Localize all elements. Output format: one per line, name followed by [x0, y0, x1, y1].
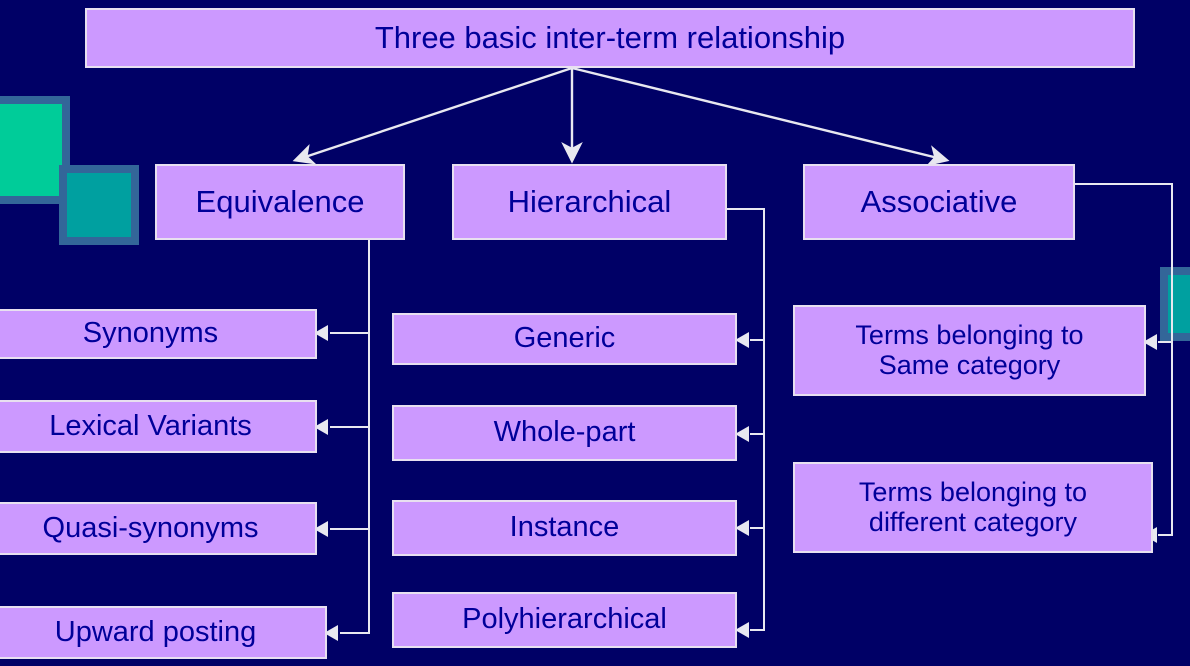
- category-label-equivalence: Equivalence: [195, 184, 365, 220]
- arrowhead-same-category: [1143, 334, 1157, 350]
- leaf-label-synonyms: Synonyms: [82, 317, 219, 350]
- arrowhead-quasi-synonyms: [314, 521, 328, 537]
- connector-hierarchical-to-instance: [750, 527, 765, 529]
- leaf-box-polyhierarchical: Polyhierarchical: [392, 592, 737, 648]
- leaf-box-same-category: Terms belonging to Same category: [793, 305, 1146, 396]
- arrowhead-generic: [735, 332, 749, 348]
- leaf-box-different-category: Terms belonging to different category: [793, 462, 1153, 553]
- leaf-box-lexical-variants: Lexical Variants: [0, 400, 317, 453]
- connector-equivalence-to-synonyms: [330, 332, 370, 334]
- leaf-label-instance: Instance: [509, 511, 620, 544]
- leaf-box-quasi-synonyms: Quasi-synonyms: [0, 502, 317, 555]
- arrowhead-instance: [735, 520, 749, 536]
- connector-hierarchical-to-polyhierarchical: [750, 629, 765, 631]
- connector-associative-trunk: [1171, 183, 1173, 536]
- leaf-label-quasi-synonyms: Quasi-synonyms: [42, 511, 259, 544]
- decorative-square-bright-1: [0, 104, 62, 196]
- connector-equivalence-to-lexical-variants: [330, 426, 370, 428]
- connector-associative-to-different-category: [1158, 534, 1173, 536]
- arrowhead-synonyms: [314, 325, 328, 341]
- leaf-box-upward-posting: Upward posting: [0, 606, 327, 659]
- leaf-label-polyhierarchical: Polyhierarchical: [462, 603, 667, 636]
- category-label-associative: Associative: [860, 184, 1018, 220]
- title-label: Three basic inter-term relationship: [374, 20, 846, 56]
- arrowhead-polyhierarchical: [735, 622, 749, 638]
- arrowhead-upward-posting: [324, 625, 338, 641]
- connector-hierarchical-to-whole-part: [750, 433, 765, 435]
- connector-hierarchical-to-generic: [750, 339, 765, 341]
- leaf-label-whole-part: Whole-part: [493, 416, 636, 449]
- category-box-equivalence: Equivalence: [155, 164, 405, 240]
- connector-equivalence-to-upward-posting: [340, 632, 370, 634]
- leaf-box-synonyms: Synonyms: [0, 309, 317, 359]
- connector-hierarchical-trunk: [763, 208, 765, 631]
- leaf-label-different-category-line1: Terms belonging to: [858, 477, 1088, 508]
- connector-equivalence-trunk: [368, 240, 370, 634]
- connector-hierarchical-stub: [727, 208, 765, 210]
- connector-equivalence-to-quasi-synonyms: [330, 528, 370, 530]
- leaf-label-same-category-line1: Terms belonging to: [855, 320, 1084, 351]
- leaf-label-upward-posting: Upward posting: [54, 615, 257, 648]
- title-box: Three basic inter-term relationship: [85, 8, 1135, 68]
- connector-associative-stub: [1075, 183, 1173, 185]
- connector-associative-to-same-category: [1158, 341, 1173, 343]
- decorative-square-inner-2: [67, 173, 131, 237]
- category-label-hierarchical: Hierarchical: [507, 184, 672, 220]
- leaf-box-whole-part: Whole-part: [392, 405, 737, 461]
- leaf-label-same-category-line2: Same category: [878, 349, 1061, 380]
- leaf-box-instance: Instance: [392, 500, 737, 556]
- leaf-label-generic: Generic: [513, 322, 616, 355]
- arrowhead-lexical-variants: [314, 419, 328, 435]
- leaf-label-different-category-line2: different category: [868, 506, 1078, 537]
- arrowhead-whole-part: [735, 426, 749, 442]
- category-box-hierarchical: Hierarchical: [452, 164, 727, 240]
- leaf-box-generic: Generic: [392, 313, 737, 365]
- decorative-square-inner-3: [1168, 275, 1190, 333]
- category-box-associative: Associative: [803, 164, 1075, 240]
- leaf-label-lexical-variants: Lexical Variants: [49, 409, 252, 442]
